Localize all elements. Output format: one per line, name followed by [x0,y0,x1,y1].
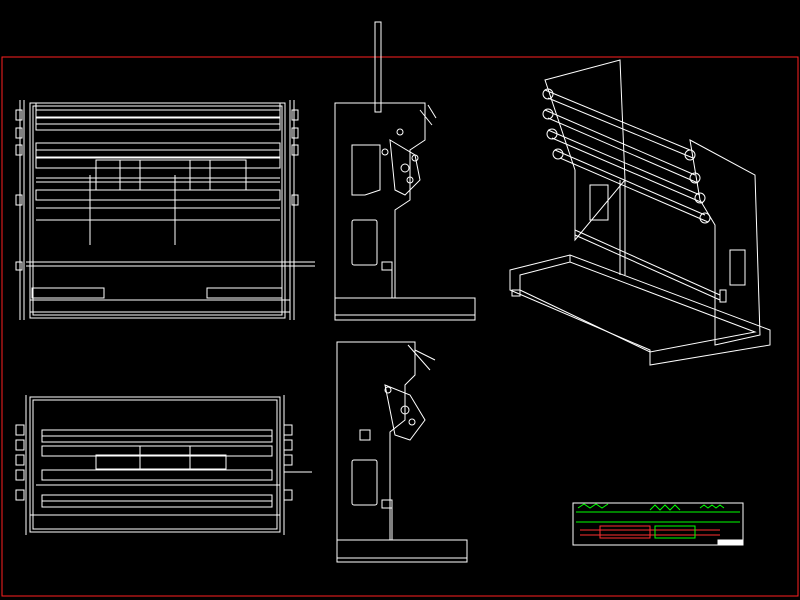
title-block [573,503,743,545]
side-view-lower [337,342,467,562]
front-view [16,100,315,320]
sheet-border [2,57,798,596]
top-view [16,395,312,535]
isometric-view [510,60,770,365]
side-view-upper [335,22,475,320]
